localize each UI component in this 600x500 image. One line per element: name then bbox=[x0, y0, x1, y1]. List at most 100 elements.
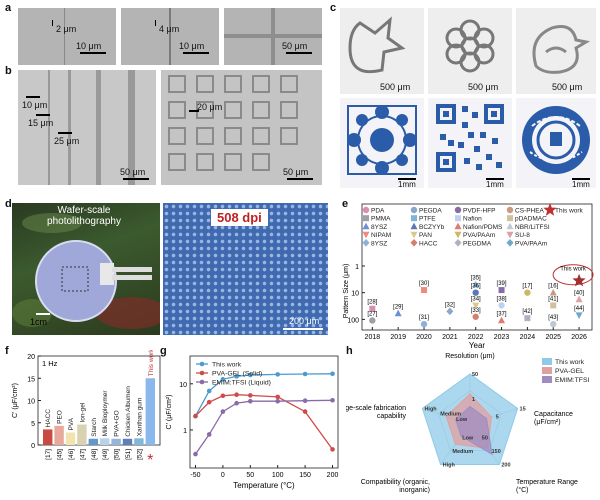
point-label: [28] bbox=[367, 300, 377, 306]
series-point bbox=[302, 398, 308, 404]
series-line bbox=[194, 373, 333, 417]
radar-axis-label: Resolution (μm) bbox=[445, 353, 495, 360]
legend-marker bbox=[362, 239, 370, 247]
radar-axis-label: (°C) bbox=[516, 486, 529, 494]
y-tick-label: 100 bbox=[347, 317, 359, 324]
point-label: [37] bbox=[497, 311, 507, 317]
series-point bbox=[206, 399, 212, 405]
legend-label: PAN bbox=[419, 232, 432, 239]
series-point bbox=[275, 398, 281, 404]
data-point bbox=[550, 320, 557, 328]
point-label: [31] bbox=[419, 315, 429, 321]
data-point bbox=[369, 305, 376, 312]
panel-c-university-seal: 1mm bbox=[516, 98, 596, 188]
x-tick-label: 2019 bbox=[390, 334, 406, 341]
this-work-highlight bbox=[552, 264, 594, 286]
scale-label: 10 μm bbox=[76, 41, 102, 51]
legend-swatch bbox=[542, 367, 552, 374]
data-point bbox=[549, 288, 557, 296]
legend-label: 8YSZ bbox=[371, 240, 387, 247]
legend-label: EMIM:TFSI (Liquid) bbox=[212, 380, 271, 387]
wafer-photo bbox=[12, 213, 160, 329]
panel-label-d: d bbox=[5, 198, 12, 210]
data-point bbox=[575, 295, 583, 303]
legend-marker bbox=[199, 370, 205, 376]
ref-label: [48] bbox=[91, 449, 98, 460]
university-seal-logo bbox=[522, 106, 590, 174]
scale-label: 50 μm bbox=[283, 167, 309, 177]
ref-label: [46] bbox=[68, 449, 75, 460]
scale-label: 1mm bbox=[398, 180, 416, 188]
x-tick-label: 2025 bbox=[545, 334, 561, 341]
point-label: [17] bbox=[522, 284, 532, 290]
panel-label-a: a bbox=[5, 2, 12, 14]
data-point bbox=[498, 316, 506, 324]
bar-category-label: PVA+GO bbox=[114, 410, 121, 436]
series-point bbox=[275, 372, 281, 377]
series-point bbox=[220, 377, 226, 382]
radar-series bbox=[455, 405, 493, 456]
y-tick-label: 15 bbox=[27, 376, 35, 383]
series-point bbox=[330, 397, 335, 403]
y-tick-label: 20 bbox=[27, 354, 35, 361]
x-tick-label: 100 bbox=[272, 472, 284, 479]
scale-label: 500 μm bbox=[552, 82, 583, 92]
data-point bbox=[498, 302, 505, 309]
ref-label: [45] bbox=[57, 449, 64, 460]
data-point bbox=[550, 302, 557, 309]
series-point bbox=[220, 393, 226, 399]
legend-marker bbox=[506, 222, 514, 230]
point-label: [43] bbox=[548, 315, 558, 321]
legend-label: PVA/PAAm bbox=[515, 240, 547, 247]
panel-a-image-3: 50 μm bbox=[224, 8, 322, 65]
ornament-pattern bbox=[347, 105, 417, 175]
bar bbox=[43, 429, 53, 445]
duck-pattern bbox=[532, 25, 591, 74]
point-label: [35] bbox=[471, 276, 481, 282]
panel-c-qr-code: 1mm bbox=[428, 98, 512, 188]
point-label: [30] bbox=[419, 281, 429, 287]
legend-label: This work bbox=[212, 362, 242, 369]
radar-axis-label: Temperature Range bbox=[516, 479, 578, 486]
legend-label: PDA bbox=[371, 208, 385, 215]
legend-label: This work bbox=[555, 359, 585, 366]
bar bbox=[88, 438, 98, 445]
series-point bbox=[247, 393, 253, 398]
legend-label: PVA-GEL (Solid) bbox=[212, 371, 262, 378]
feature-label: 4 μm bbox=[159, 24, 180, 34]
legend-marker bbox=[410, 239, 418, 247]
x-tick-label: 2023 bbox=[494, 334, 510, 341]
y-tick-label: 0 bbox=[31, 443, 35, 450]
panel-label-f: f bbox=[5, 345, 9, 357]
legend-marker bbox=[362, 206, 370, 214]
x-axis-label: Temperature (°C) bbox=[233, 481, 295, 490]
legend-label: Nafion/PDMS bbox=[463, 224, 503, 231]
point-label: [36] bbox=[471, 284, 481, 290]
data-point bbox=[421, 287, 428, 294]
feature-label: 20 μm bbox=[197, 102, 223, 112]
bar-category-label: Xanthan gum bbox=[136, 398, 143, 437]
legend-swatch bbox=[542, 376, 552, 383]
feature-label-10: 10 μm bbox=[22, 100, 48, 110]
legend-marker bbox=[410, 206, 418, 214]
bar-category-label: HACC bbox=[45, 409, 52, 428]
legend-label: PEGDMA bbox=[463, 240, 492, 247]
x-tick-label: 200 bbox=[327, 472, 339, 479]
scale-label: 10 μm bbox=[179, 41, 205, 51]
data-point bbox=[524, 289, 531, 296]
legend-marker bbox=[199, 379, 205, 385]
scale-label: 1mm bbox=[572, 180, 590, 188]
radar-tick-label: 5 bbox=[496, 414, 499, 420]
y-axis-label: C' (μF/cm²) bbox=[12, 383, 19, 418]
data-point bbox=[369, 317, 376, 324]
radar-tick-label: Low bbox=[462, 435, 474, 441]
feature-label-25: 25 μm bbox=[54, 136, 80, 146]
legend-marker bbox=[506, 231, 514, 239]
ref-label: [17] bbox=[45, 449, 52, 460]
radar-axis-label: capability bbox=[377, 413, 407, 420]
legend-marker bbox=[506, 206, 514, 214]
y-axis-label: Pattern Size (μm) bbox=[343, 264, 350, 319]
